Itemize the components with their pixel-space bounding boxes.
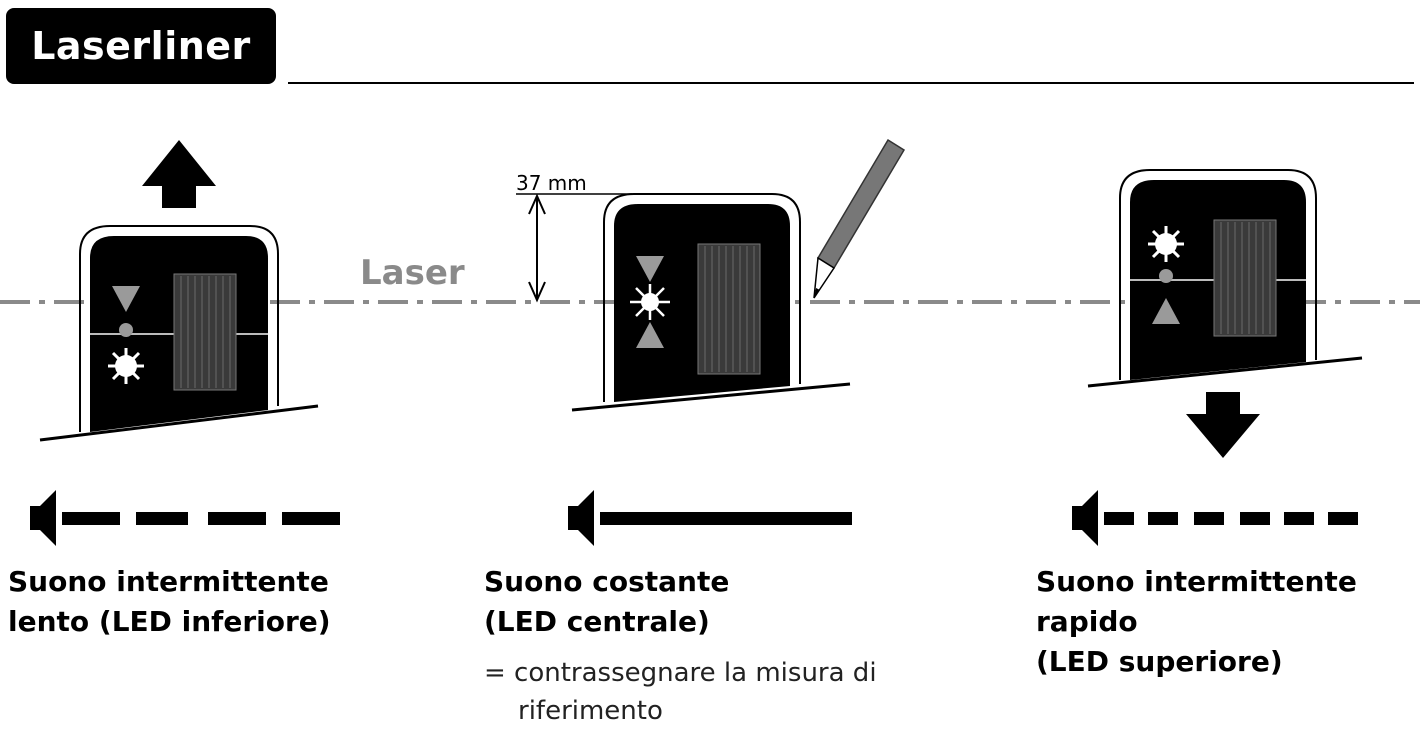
led-bottom-active-slow <box>108 348 144 384</box>
caption-constant: Suono costante (LED centrale) <box>484 562 729 642</box>
sound-indicator-constant <box>568 490 852 546</box>
ground-line-fast <box>1087 356 1363 388</box>
led-bottom-fast <box>1152 298 1180 324</box>
dimension-label: 37 mm <box>516 171 587 195</box>
ground-line-slow <box>39 404 319 442</box>
sound-indicator-slow <box>30 490 340 546</box>
reference-note: = contrassegnare la misura di riferiment… <box>484 654 877 730</box>
brand-logo-text: Laserliner <box>31 24 251 68</box>
led-top-active-fast <box>1148 226 1184 262</box>
speaker-icon-slow <box>30 490 56 546</box>
caption-slow-line-1: Suono intermittente <box>8 565 329 598</box>
caption-fast-line-2: rapido <box>1036 605 1138 638</box>
device-outline-constant <box>603 193 801 402</box>
reference-note-line-1: = contrassegnare la misura di <box>484 658 877 688</box>
sound-indicator-fast <box>1072 490 1358 546</box>
dimension-marker: 37 mm <box>516 171 632 303</box>
led-bottom-constant <box>636 322 664 348</box>
laser-label: Laser <box>360 253 465 293</box>
caption-slow: Suono intermittente lento (LED inferiore… <box>8 562 331 642</box>
ground-line-constant <box>571 382 851 412</box>
device-outline-fast <box>1119 169 1317 380</box>
caption-fast-line-1: Suono intermittente <box>1036 565 1357 598</box>
led-center-active-constant <box>630 284 670 320</box>
device-constant: 37 mm <box>516 138 906 412</box>
device-outline-slow <box>79 225 279 432</box>
arrow-up-icon <box>142 140 216 208</box>
pencil-icon <box>813 138 906 299</box>
caption-fast-line-3: (LED superiore) <box>1036 645 1283 678</box>
reference-note-line-2: riferimento <box>518 696 663 726</box>
receiver-panel-fast <box>1213 219 1277 337</box>
receiver-panel-slow <box>173 273 237 391</box>
brand-logo: Laserliner <box>6 8 276 84</box>
caption-constant-line-2: (LED centrale) <box>484 605 710 638</box>
speaker-icon-constant <box>568 490 594 546</box>
led-top-slow <box>112 286 140 312</box>
speaker-icon-fast <box>1072 490 1098 546</box>
receiver-panel-constant <box>697 243 761 375</box>
led-top-constant <box>636 256 664 282</box>
caption-constant-line-1: Suono costante <box>484 565 730 598</box>
arrow-down-icon <box>1186 392 1260 458</box>
header-rule <box>288 82 1414 84</box>
caption-fast: Suono intermittente rapido (LED superior… <box>1036 562 1357 682</box>
led-center-fast <box>1159 269 1173 283</box>
device-fast <box>1087 169 1363 458</box>
caption-slow-line-2: lento (LED inferiore) <box>8 605 331 638</box>
led-center-slow <box>119 323 133 337</box>
device-slow <box>39 140 319 442</box>
